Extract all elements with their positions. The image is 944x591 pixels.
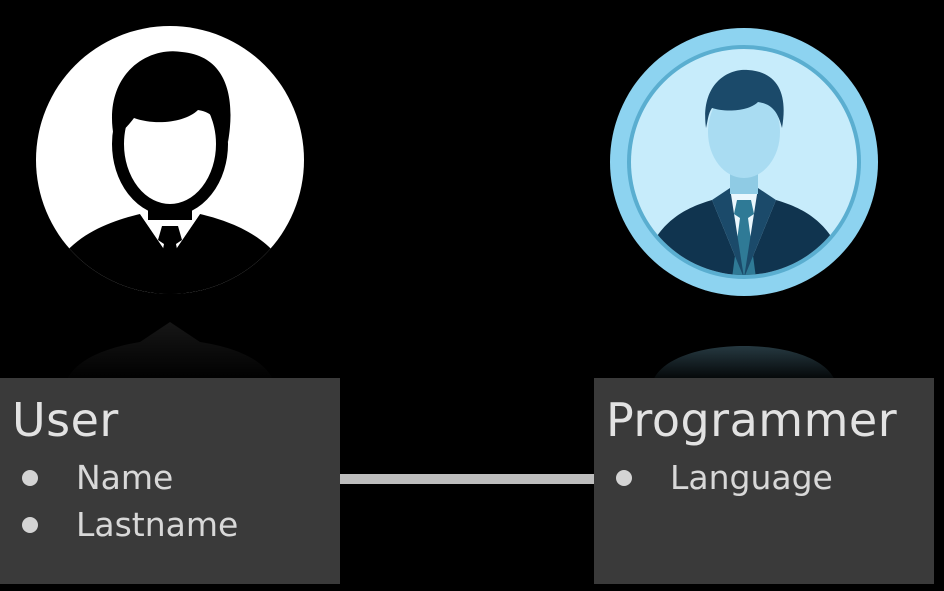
user-attribute-item: Lastname: [22, 501, 238, 548]
user-attribute-list: Name Lastname: [22, 454, 238, 548]
programmer-attribute-label: Language: [670, 457, 833, 497]
bullet-icon: [22, 469, 38, 486]
programmer-avatar-icon: [608, 28, 880, 384]
bullet-icon: [616, 469, 632, 486]
programmer-entity-box: Programmer Language: [594, 378, 934, 584]
bullet-icon: [22, 516, 38, 533]
user-entity-title: User: [12, 393, 119, 447]
programmer-entity-title: Programmer: [606, 393, 898, 447]
user-attribute-label: Lastname: [76, 504, 239, 544]
user-entity-box: User Name Lastname: [0, 378, 340, 584]
programmer-attribute-list: Language: [616, 454, 833, 501]
user-attribute-item: Name: [22, 454, 238, 501]
relationship-connector: [340, 474, 596, 484]
user-attribute-label: Name: [76, 457, 174, 497]
user-avatar-icon: [36, 26, 304, 382]
programmer-attribute-item: Language: [616, 454, 833, 501]
